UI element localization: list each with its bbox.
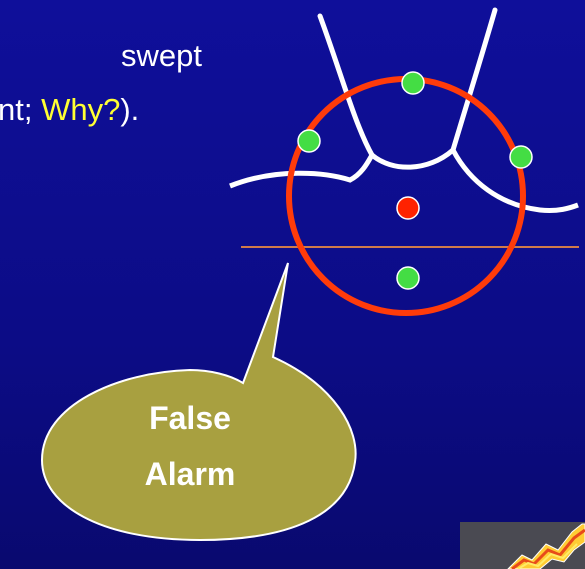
callout-line-1: False [110,402,270,434]
green-point-left [298,130,320,152]
thumbnail-image [460,522,585,569]
green-point-right [510,146,532,168]
green-point-top [402,72,424,94]
lower-left-branch [230,155,372,186]
zigzag-graph-icon [460,522,585,569]
curve-bottom [372,150,453,167]
callout-line-2: Alarm [110,458,270,490]
right-curve-wall [453,10,495,150]
green-point-bottom [397,267,419,289]
red-point-center [397,197,419,219]
